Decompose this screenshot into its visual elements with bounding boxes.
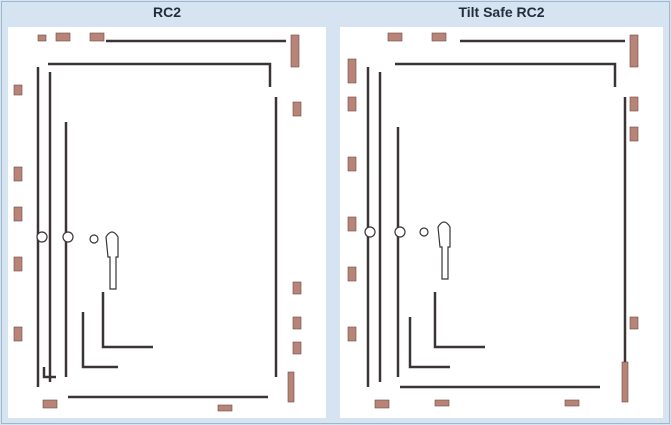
diagram-group [13,32,302,412]
top-rod [48,62,272,87]
part-keeper [13,84,23,96]
panel-title-tilt-safe-rc2: Tilt Safe RC2 [458,4,545,20]
part-keeper [292,316,302,330]
part-keeper [629,96,639,112]
part-keeper [347,96,357,112]
part-keeper [629,316,639,330]
panel-rc2 [8,27,326,418]
handle-icon [437,221,451,280]
corner-drive-lower [408,317,450,369]
part-keeper [347,326,357,342]
part-keeper [292,341,302,355]
corner-drive-lower [81,312,118,369]
part-keeper [292,101,302,117]
hardware-diagram-tilt-safe-rc2 [347,32,639,409]
part-hinge-bottom [287,371,295,403]
part-keeper [37,34,47,42]
part-keeper [374,399,390,409]
part-keeper [89,32,105,42]
part-hinge-top [290,34,300,68]
part-keeper [13,206,23,222]
part-keeper [347,156,357,172]
part-keeper [13,166,23,182]
diagram-group [36,39,286,399]
part-keeper [55,32,71,42]
hardware-diagram-rc2 [13,32,302,412]
part-keeper [387,32,403,42]
gearbox-icon [36,231,48,243]
part-keeper [13,256,23,272]
part-keeper [564,399,580,407]
gearbox-icon [62,231,74,243]
panel-title-rc2: RC2 [152,4,181,20]
part-hinge-bottom [621,361,629,403]
panel-tilt-safe-rc2 [340,27,663,418]
part-keeper [434,399,450,407]
part-hinge-top [629,34,639,68]
handle-icon [105,231,119,290]
cylinder-icon [419,227,429,237]
part-keeper [13,326,23,342]
part-keeper [629,126,639,142]
corner-drive-bottom [433,292,485,349]
diagram-group [36,231,119,290]
diagram-group [366,39,627,389]
diagram-group [364,221,451,280]
corner-drive-bottom [101,292,153,349]
part-keeper [347,216,357,232]
part-keeper [292,281,302,295]
bottom-left-corner [42,367,56,379]
part-keeper [431,32,447,42]
cylinder-icon [89,234,99,244]
part-keeper [217,404,233,412]
diagram-group [347,32,639,409]
part-keeper [42,399,58,409]
gearbox-icon [364,226,376,238]
gearbox-icon [394,226,406,238]
part-keeper [347,266,357,282]
top-rod [395,62,617,87]
part-keeper [347,58,357,84]
